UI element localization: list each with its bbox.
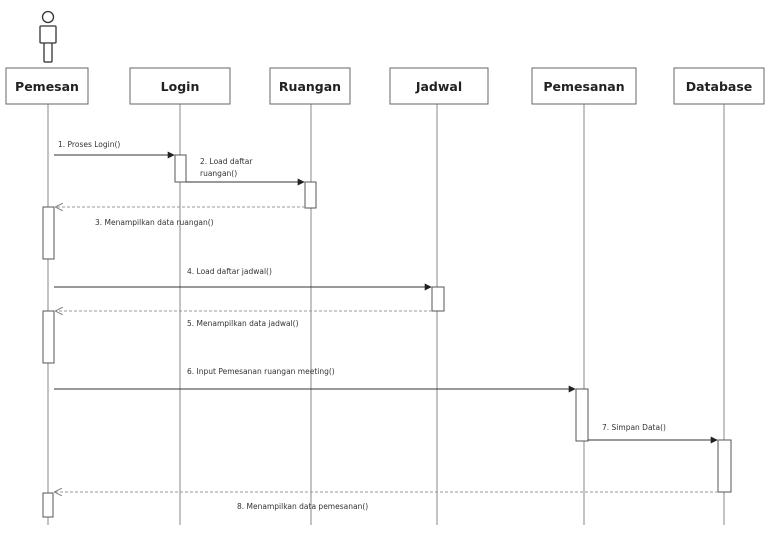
activation-jadwal — [431, 286, 445, 312]
activation-pemesanan — [575, 388, 589, 442]
participant-pemesan: Pemesan — [5, 67, 89, 105]
activation-login — [174, 154, 187, 183]
participant-label: Ruangan — [279, 79, 341, 94]
message-label: 3. Menampilkan data ruangan() — [95, 218, 214, 227]
participant-label: Jadwal — [415, 79, 462, 94]
message-label: 8. Menampilkan data pemesanan() — [237, 502, 368, 511]
message-7: 7. Simpan Data() — [588, 423, 718, 444]
activation-pemesan-3 — [42, 492, 54, 518]
participant-jadwal: Jadwal — [389, 67, 489, 105]
actor-stick-figure-icon — [39, 10, 57, 63]
message-2: 2. Load daftar ruangan() — [186, 157, 305, 186]
message-label: 4. Load daftar jadwal() — [187, 267, 272, 276]
message-label: 6. Input Pemesanan ruangan meeting() — [187, 367, 335, 376]
message-8: 8. Menampilkan data pemesanan() — [55, 492, 718, 511]
activation-database — [717, 439, 732, 493]
message-5: 5. Menampilkan data jadwal() — [56, 311, 432, 328]
message-4: 4. Load daftar jadwal() — [54, 267, 432, 291]
participant-label: Database — [686, 79, 753, 94]
message-label: 1. Proses Login() — [58, 140, 120, 149]
activation-ruangan — [304, 181, 317, 209]
message-label: 2. Load daftar — [200, 157, 253, 166]
message-1: 1. Proses Login() — [54, 140, 175, 159]
participant-pemesanan: Pemesanan — [531, 67, 637, 105]
participant-login: Login — [129, 67, 231, 105]
participant-label: Pemesanan — [543, 79, 624, 94]
activation-pemesan-1 — [42, 206, 55, 260]
message-label: 7. Simpan Data() — [602, 423, 666, 432]
message-label: 5. Menampilkan data jadwal() — [187, 319, 299, 328]
participant-database: Database — [673, 67, 765, 105]
message-6: 6. Input Pemesanan ruangan meeting() — [54, 367, 576, 393]
participant-label: Pemesan — [15, 79, 79, 94]
message-label: ruangan() — [200, 169, 237, 178]
participant-ruangan: Ruangan — [269, 67, 351, 105]
message-3: 3. Menampilkan data ruangan() — [56, 207, 305, 227]
activation-pemesan-2 — [42, 310, 55, 364]
participant-label: Login — [161, 79, 200, 94]
